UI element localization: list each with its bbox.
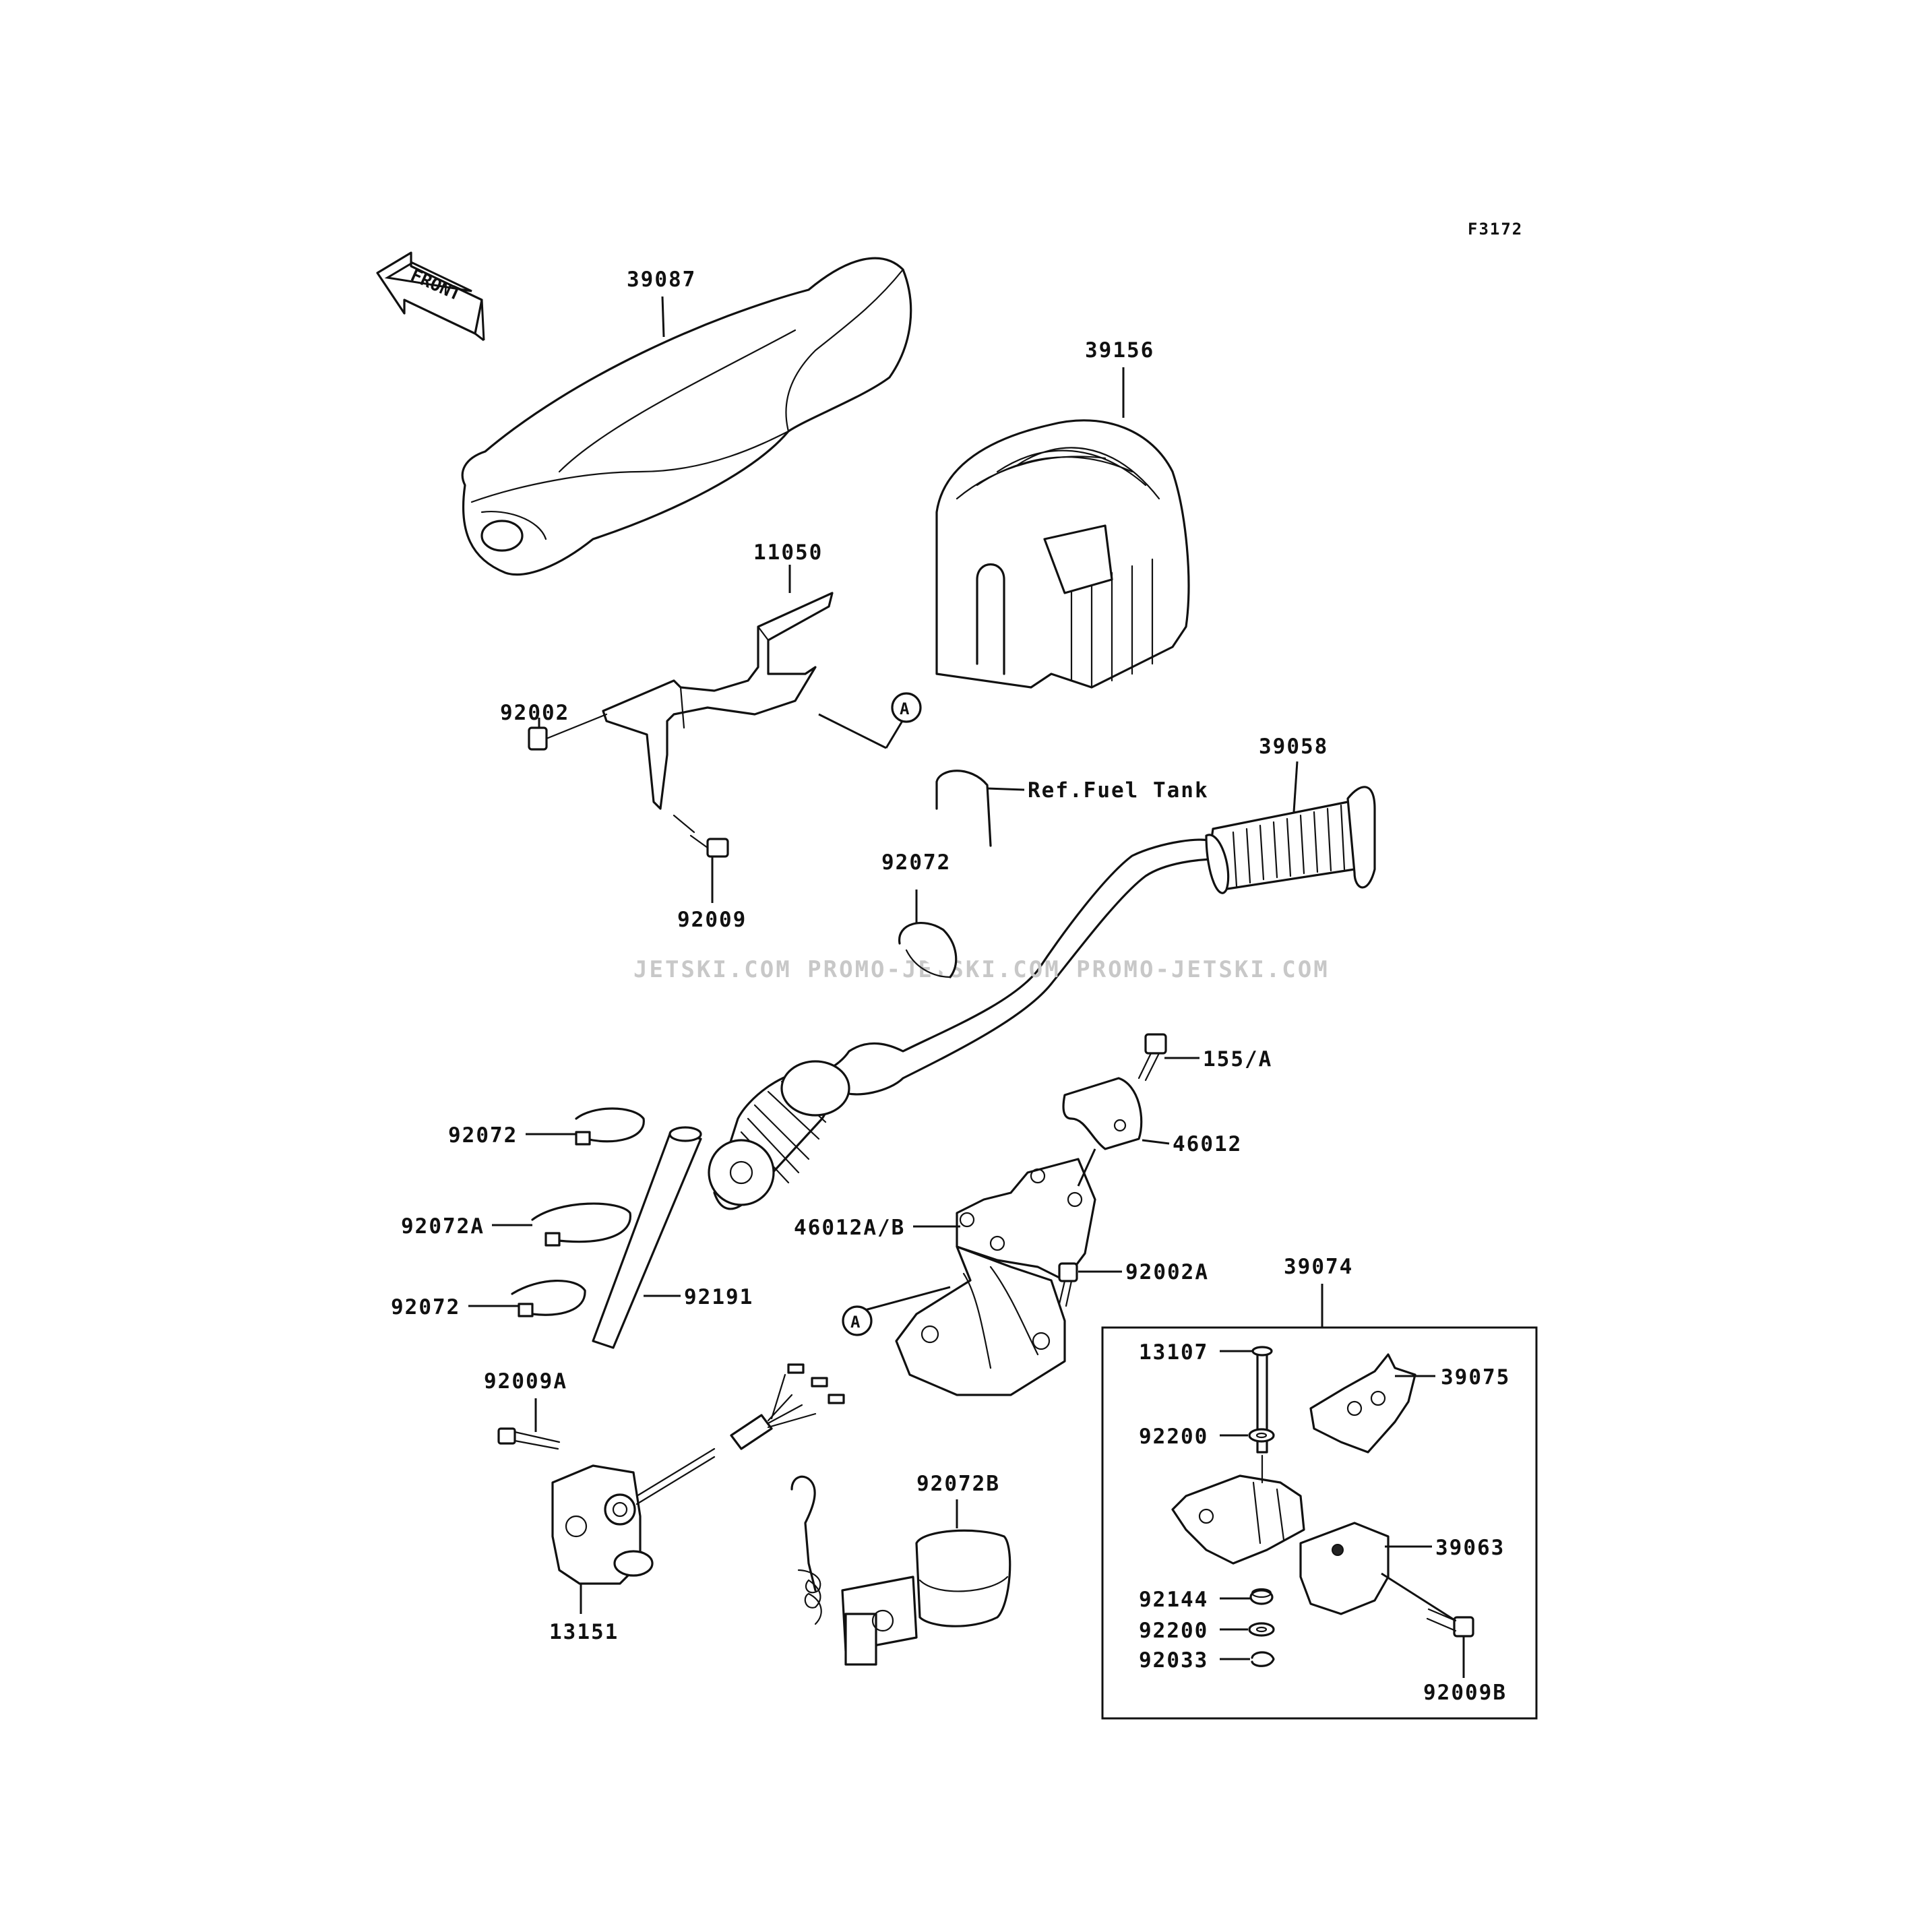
washer-92200-1-part: 92200 xyxy=(1139,1425,1275,1449)
bracket-part: 11050 xyxy=(602,540,908,810)
washer-92200-2-part: 92200 xyxy=(1139,1619,1275,1643)
part-155a-label: 155/A xyxy=(1203,1047,1272,1071)
part-39156-label: 39156 xyxy=(1085,338,1154,363)
bolt-92002a-part: 92002A xyxy=(1058,1260,1209,1307)
part-46012-label: 46012 xyxy=(1173,1132,1242,1156)
front-arrow-icon: FRONT xyxy=(376,251,485,342)
band-92072a-part: 92072A xyxy=(401,1202,631,1247)
band-92072-left1-part: 92072 xyxy=(448,1107,645,1148)
part-92191-label: 92191 xyxy=(684,1285,753,1309)
part-92072-top-label: 92072 xyxy=(881,850,951,875)
part-39063-label: 39063 xyxy=(1435,1536,1505,1560)
bolt-155a-part: 155/A xyxy=(1138,1033,1272,1082)
part-92200-1-label: 92200 xyxy=(1139,1425,1208,1449)
part-39058-label: 39058 xyxy=(1259,735,1328,759)
part-46012ab-label: 46012A/B xyxy=(794,1216,905,1240)
part-13107-label: 13107 xyxy=(1139,1340,1208,1365)
pin-13107-part: 13107 xyxy=(1139,1340,1273,1454)
callout-a-lower: A xyxy=(842,1305,873,1336)
handlebar-part: 39058 xyxy=(708,735,1376,1210)
svg-text:A: A xyxy=(900,699,910,718)
part-92072a-label: 92072A xyxy=(401,1214,485,1239)
holder-part xyxy=(1171,1454,1305,1565)
part-92009b-label: 92009B xyxy=(1423,1681,1507,1705)
clamp-46012-part: 46012 xyxy=(1062,1077,1242,1156)
bracket-39075-part: 39075 xyxy=(1309,1353,1510,1454)
part-39087-label: 39087 xyxy=(627,268,696,292)
part-39075-label: 39075 xyxy=(1441,1365,1510,1390)
bolt-92002-part: 92002 xyxy=(500,701,608,751)
callout-a-upper: A xyxy=(891,692,922,723)
part-92072-l2-label: 92072 xyxy=(391,1295,460,1319)
screw-92009b-part: 92009B xyxy=(1381,1572,1507,1705)
part-92072b-label: 92072B xyxy=(916,1472,1000,1496)
part-13151-label: 13151 xyxy=(549,1620,619,1644)
watermark-text: JETSKI.COM PROMO-JETSKI.COM PROMO-JETSKI… xyxy=(633,956,1330,983)
band-92072-top-part: 92072 xyxy=(881,850,958,978)
lanyard-92072b-part: 92072B xyxy=(790,1472,1011,1666)
ref-fuel-tank-label: Ref.Fuel Tank xyxy=(1028,778,1209,803)
svg-text:A: A xyxy=(850,1313,861,1332)
screw-92009-part: 92009 xyxy=(673,814,747,932)
part-92200-2-label: 92200 xyxy=(1139,1619,1208,1643)
steering-holder-part: 46012A/B xyxy=(794,1148,1096,1396)
part-92033-label: 92033 xyxy=(1139,1648,1208,1673)
band-92072-left2-part: 92072 xyxy=(391,1280,586,1319)
switch-13151-part: 92009A 13151 xyxy=(484,1363,845,1644)
pad-part: 39087 xyxy=(461,257,912,576)
tube-92191-part: 92191 xyxy=(592,1126,753,1349)
part-39074-label: 39074 xyxy=(1284,1255,1353,1279)
figure-code: F3172 xyxy=(1468,220,1523,239)
part-92072-l1-label: 92072 xyxy=(448,1123,518,1148)
part-92002a-label: 92002A xyxy=(1125,1260,1209,1284)
part-92144-label: 92144 xyxy=(1139,1588,1208,1612)
cover-39063-part: 39063 xyxy=(1299,1522,1505,1615)
part-11050-label: 11050 xyxy=(753,540,823,565)
part-92009a-label: 92009A xyxy=(484,1369,567,1394)
part-92002-label: 92002 xyxy=(500,701,569,725)
assembly-39074-box: 39074 13107 39075 92200 xyxy=(1101,1255,1538,1720)
boot-part: 39156 xyxy=(935,338,1190,689)
part-92009-label: 92009 xyxy=(677,908,747,932)
fuel-tank-ref: Ref.Fuel Tank xyxy=(935,770,1209,847)
circlip-92033-part: 92033 xyxy=(1139,1648,1275,1673)
spring-92144-part: 92144 xyxy=(1139,1588,1274,1612)
